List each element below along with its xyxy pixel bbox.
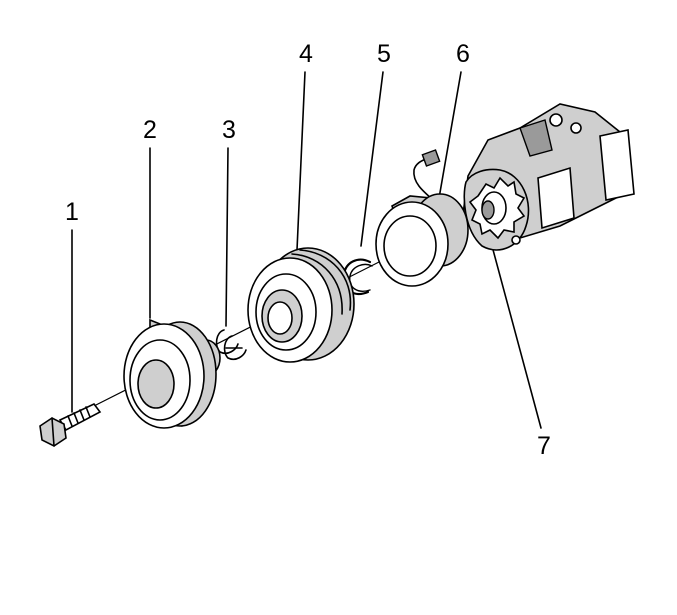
callout-2: 2 (143, 116, 157, 144)
bolt (39, 402, 102, 447)
field-coil (375, 149, 469, 287)
spline-hub (468, 176, 526, 240)
callout-5: 5 (377, 40, 391, 68)
shims (215, 329, 247, 361)
callout-3: 3 (222, 116, 236, 144)
compressor-body (461, 103, 635, 251)
clutch-plate (123, 318, 221, 429)
leader-lines (71, 71, 542, 429)
callout-1: 1 (65, 198, 79, 226)
callout-6: 6 (456, 40, 470, 68)
callout-7: 7 (537, 432, 551, 460)
pulley (247, 247, 355, 363)
callout-4: 4 (299, 40, 313, 68)
